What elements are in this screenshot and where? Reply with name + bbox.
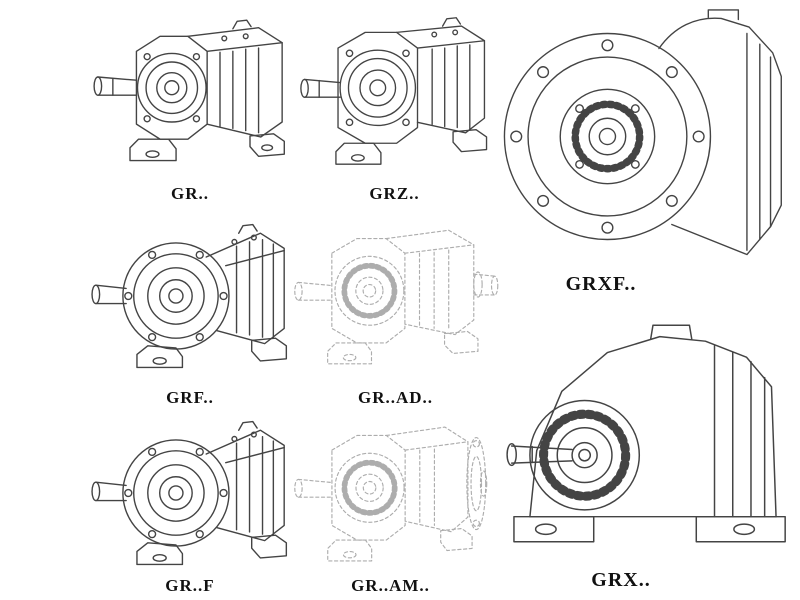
catalog-cell-grf: GRF.. [85, 206, 295, 412]
gr-am-gearbox-illustration [288, 412, 493, 574]
model-label-grz: GRZ.. [369, 184, 420, 203]
grz-gearbox-drawing [292, 2, 497, 182]
model-label-grf: GRF.. [166, 388, 214, 407]
gr-gearbox-drawing [85, 2, 295, 182]
catalog-cell-grx: GRX.. [498, 300, 792, 596]
gr-f-gearbox-drawing [85, 412, 295, 574]
gr-gearbox-illustration [93, 19, 285, 162]
model-label-gr: GR.. [171, 184, 209, 203]
catalog-cell-grz: GRZ.. [292, 2, 497, 208]
catalog-cell-grxf: GRXF.. [498, 2, 792, 300]
catalog-cell-gr-ad: GR..AD.. [288, 206, 503, 412]
gr-ad-gearbox-drawing [288, 206, 503, 386]
gr-ad-gearbox-illustration [288, 206, 503, 386]
grx-gearbox-illustration [498, 300, 792, 567]
grx-gearbox-drawing [498, 300, 792, 567]
gr-f-gearbox-illustration [91, 420, 288, 566]
model-label-grx: GRX.. [591, 569, 651, 591]
catalog-cell-gr-f: GR..F [85, 412, 295, 600]
model-label-grxf: GRXF.. [565, 273, 637, 295]
model-label-gr-f: GR..F [165, 576, 215, 595]
grxf-gearbox-illustration [498, 2, 792, 271]
grxf-gearbox-drawing [498, 2, 792, 271]
model-label-gr-ad: GR..AD.. [357, 388, 434, 407]
grf-gearbox-illustration [91, 223, 288, 369]
catalog-cell-gr-am: GR..AM.. [288, 412, 493, 600]
grz-gearbox-illustration [300, 17, 488, 165]
catalog-cell-gr: GR.. [85, 2, 295, 208]
model-label-gr-am: GR..AM.. [351, 576, 430, 595]
gr-am-gearbox-drawing [288, 412, 493, 574]
grf-gearbox-drawing [85, 206, 295, 386]
